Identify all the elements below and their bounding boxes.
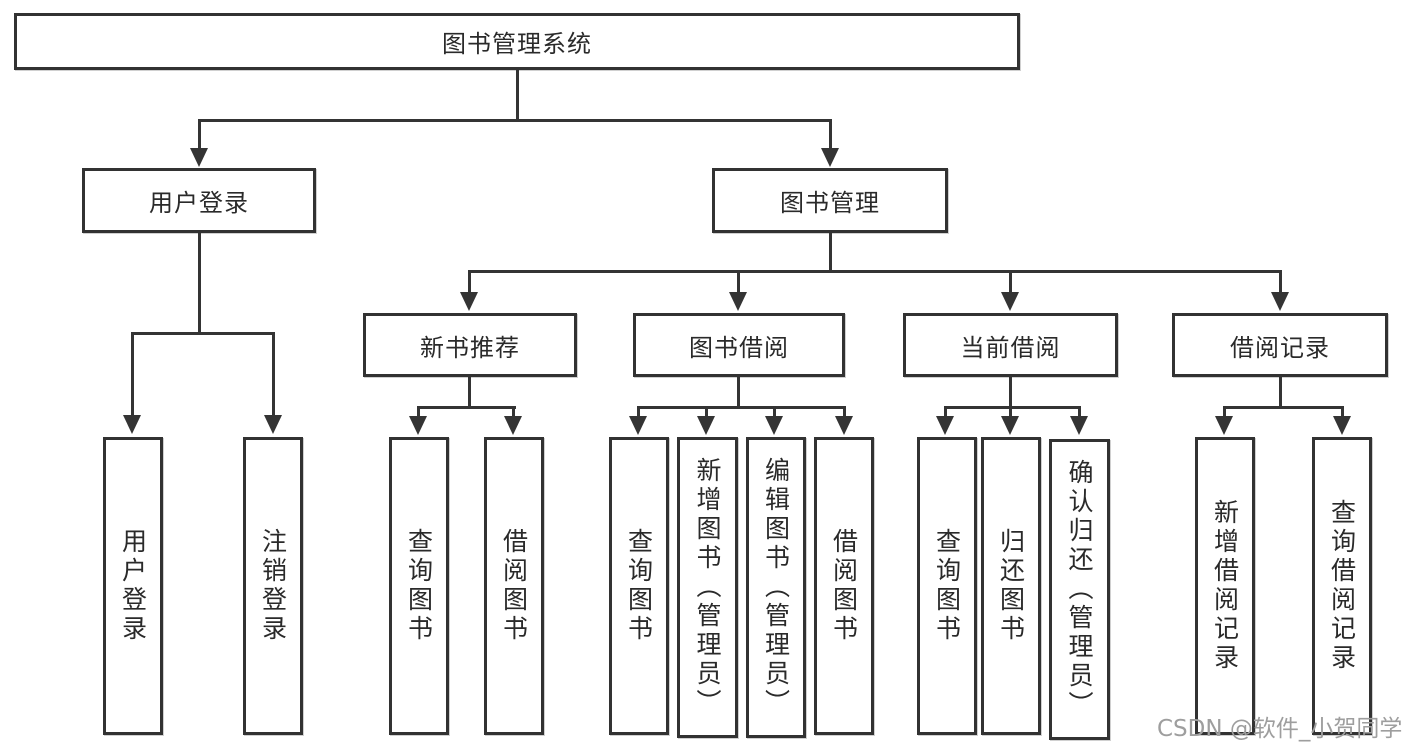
connector-vline [829, 233, 832, 271]
node-current-borrowing: 当前借阅 [903, 313, 1118, 377]
connector-hline [468, 270, 1282, 273]
connector-hline [198, 119, 832, 122]
connector-vline [468, 377, 471, 407]
leaf-br-add-record: 新增借阅记录 [1195, 437, 1255, 735]
leaf-label: 新增图书（管理员） [693, 457, 722, 718]
connector-arrow [264, 332, 282, 434]
leaf-cb-query-book: 查询图书 [917, 437, 977, 735]
leaf-label: 借阅图书 [499, 528, 529, 644]
connector-hline [417, 406, 516, 409]
csdn-watermark: CSDN @软件_小贺同学 [1157, 716, 1403, 742]
connector-arrow [1070, 406, 1088, 435]
connector-arrow [765, 406, 783, 435]
leaf-label: 用户登录 [118, 528, 148, 644]
leaf-label: 查询图书 [404, 528, 434, 644]
connector-arrow [460, 270, 478, 311]
connector-vline [737, 377, 740, 407]
leaf-bb-borrow-book: 借阅图书 [814, 437, 874, 735]
connector-arrow [821, 119, 839, 167]
leaf-label: 注销登录 [258, 528, 288, 644]
leaf-bb-edit-book-admin: 编辑图书（管理员） [746, 437, 806, 738]
leaf-nb-borrow-book: 借阅图书 [484, 437, 544, 735]
connector-hline [131, 332, 275, 335]
leaf-label: 归还图书 [996, 528, 1026, 644]
leaf-label: 确认归还（管理员） [1065, 459, 1094, 720]
node-user-login: 用户登录 [82, 168, 316, 233]
connector-vline [198, 233, 201, 333]
node-book-borrowing: 图书借阅 [633, 313, 845, 377]
node-label: 用户登录 [149, 189, 249, 217]
connector-arrow [1215, 406, 1233, 435]
connector-arrow [936, 406, 954, 435]
leaf-nb-query-book: 查询图书 [389, 437, 449, 735]
node-label: 图书管理 [780, 189, 880, 217]
connector-hline [944, 406, 1081, 409]
leaf-label: 查询图书 [624, 528, 654, 644]
connector-arrow [697, 406, 715, 435]
node-new-book-recommendation: 新书推荐 [363, 313, 577, 377]
leaf-label: 借阅图书 [829, 528, 859, 644]
node-library-management-system: 图书管理系统 [14, 13, 1020, 70]
leaf-user-login: 用户登录 [103, 437, 163, 735]
connector-arrow [1001, 270, 1019, 311]
connector-arrow [1333, 406, 1351, 435]
node-label: 借阅记录 [1230, 333, 1330, 362]
connector-arrow [629, 406, 647, 435]
connector-arrow [123, 332, 141, 434]
connector-arrow [729, 270, 747, 311]
leaf-label: 新增借阅记录 [1210, 499, 1240, 673]
node-label: 新书推荐 [420, 333, 520, 362]
leaf-bb-add-book-admin: 新增图书（管理员） [677, 437, 738, 738]
connector-arrow [1001, 406, 1019, 435]
node-label: 图书借阅 [689, 333, 789, 362]
connector-arrow [409, 406, 427, 435]
leaf-label: 查询图书 [932, 528, 962, 644]
connector-hline [1223, 406, 1344, 409]
leaf-bb-query-book: 查询图书 [609, 437, 669, 735]
leaf-br-query-record: 查询借阅记录 [1312, 437, 1372, 735]
connector-arrow [1271, 270, 1289, 311]
node-book-management: 图书管理 [712, 168, 948, 233]
connector-vline [1279, 377, 1282, 407]
connector-hline [637, 406, 846, 409]
node-borrowing-records: 借阅记录 [1172, 313, 1388, 377]
node-label: 图书管理系统 [442, 30, 592, 58]
leaf-cb-return-book: 归还图书 [981, 437, 1041, 735]
connector-vline [516, 70, 519, 120]
leaf-logout: 注销登录 [243, 437, 303, 735]
connector-vline [1009, 377, 1012, 407]
leaf-label: 查询借阅记录 [1327, 499, 1357, 673]
connector-arrow [190, 119, 208, 167]
connector-arrow [835, 406, 853, 435]
leaf-cb-confirm-return-admin: 确认归还（管理员） [1049, 439, 1110, 740]
leaf-label: 编辑图书（管理员） [761, 457, 791, 718]
connector-arrow [504, 406, 522, 435]
node-label: 当前借阅 [960, 333, 1061, 362]
